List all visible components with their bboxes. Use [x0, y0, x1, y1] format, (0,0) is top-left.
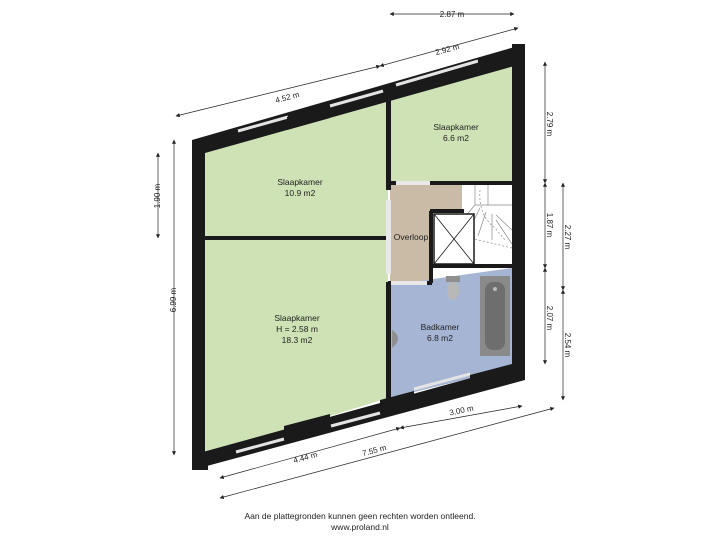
footer-website: www.proland.nl — [331, 522, 389, 532]
bedroom-top-left-area-label: 10.9 m2 — [285, 188, 316, 198]
bedroom-bottom-left-area — [205, 240, 388, 455]
staircase — [461, 185, 513, 249]
bedroom-top-right-area-label: 6.6 m2 — [443, 133, 469, 143]
footer: Aan de plattegronden kunnen geen rechten… — [0, 511, 720, 533]
dim-right-lower-outer: 2.54 m — [563, 333, 572, 358]
dim-right-lower: 2.07 m — [545, 306, 554, 331]
dimension-lines — [155, 11, 566, 500]
door-bathroom — [391, 281, 427, 285]
landing-name: Overloop — [394, 232, 429, 242]
bedroom-bottom-left-area-label: 18.3 m2 — [282, 335, 313, 345]
dim-right-mid: 1.87 m — [545, 213, 554, 238]
bathroom-area-label: 6.8 m2 — [427, 333, 453, 343]
dim-right-mid-outer: 2.27 m — [563, 225, 572, 250]
dim-left-upper: 1.90 m — [153, 183, 162, 208]
dim-bottom-left-wall: 4.44 m — [292, 450, 318, 465]
dim-left-total: 6.99 m — [169, 287, 178, 312]
dim-top-right-wall: 2.92 m — [434, 42, 460, 57]
dim-top-width: 2.87 m — [440, 10, 465, 19]
toilet — [446, 276, 460, 300]
bathroom-name: Badkamer — [421, 322, 460, 332]
footer-disclaimer: Aan de plattegronden kunnen geen rechten… — [244, 511, 476, 521]
bedroom-bottom-left-name: Slaapkamer — [274, 313, 320, 323]
bedroom-top-left-name: Slaapkamer — [277, 177, 323, 187]
bedroom-top-left-area — [205, 100, 388, 238]
door-landing-top — [396, 181, 430, 185]
stairwell-void — [433, 213, 475, 265]
dim-right-top: 2.79 m — [545, 112, 554, 137]
sink — [392, 330, 398, 348]
bathtub — [480, 276, 510, 356]
dim-top-left-wall: 4.52 m — [274, 90, 300, 105]
bedroom-bottom-left-height: H = 2.58 m — [276, 324, 318, 334]
dim-bottom-total: 7.55 m — [361, 443, 387, 458]
door-landing-left — [386, 200, 391, 274]
bedroom-top-right-name: Slaapkamer — [433, 122, 479, 132]
